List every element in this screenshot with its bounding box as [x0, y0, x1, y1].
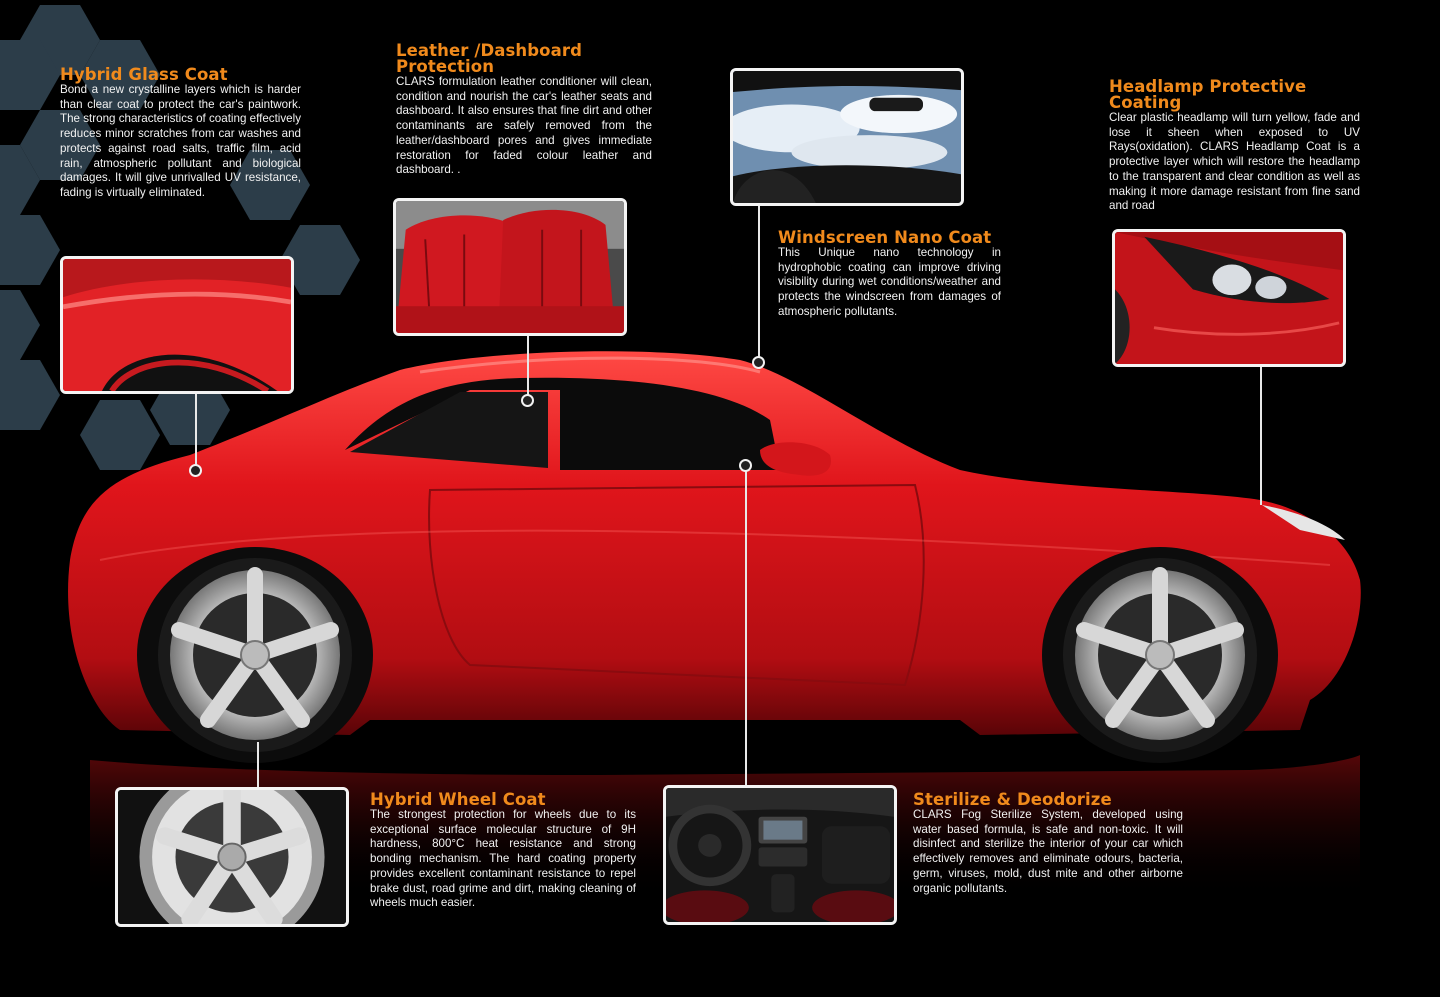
feature-description: The strongest protection for wheels due …	[370, 808, 636, 910]
feature-windscreen: Windscreen Nano Coat This Unique nano te…	[778, 228, 1001, 320]
callout-dot-leather	[521, 394, 534, 407]
callout-dot-windscreen	[752, 356, 765, 369]
feature-sterilize: Sterilize & Deodorize CLARS Fog Steriliz…	[913, 790, 1183, 896]
feature-description: This Unique nano technology in hydrophob…	[778, 246, 1001, 318]
front-wheel	[1063, 558, 1257, 752]
callout-line-headlamp	[1260, 365, 1262, 505]
callout-line-glass	[195, 392, 197, 470]
feature-hybrid-glass: Hybrid Glass Coat Bond a new crystalline…	[60, 65, 301, 201]
feature-headlamp: Headlamp Protective Coating Clear plasti…	[1109, 77, 1360, 214]
feature-title: Leather /Dashboard Protection	[396, 41, 582, 76]
rear-wheel	[158, 558, 352, 752]
feature-wheel: Hybrid Wheel Coat The strongest protecti…	[370, 790, 636, 911]
feature-title: Sterilize & Deodorize	[913, 790, 1112, 809]
red-leather-seat-photo	[393, 198, 627, 336]
windscreen-view-photo	[730, 68, 964, 206]
feature-title: Headlamp Protective Coating	[1109, 77, 1307, 112]
car-interior-photo	[663, 785, 897, 925]
feature-description: Clear plastic headlamp will turn yellow,…	[1109, 111, 1360, 213]
feature-description: Bond a new crystalline layers which is h…	[60, 83, 301, 199]
alloy-wheel-photo	[115, 787, 349, 927]
callout-line-leather	[527, 335, 529, 400]
callout-line-wheel	[257, 742, 259, 790]
feature-leather: Leather /Dashboard Protection CLARS form…	[396, 41, 652, 178]
feature-description: CLARS formulation leather conditioner wi…	[396, 75, 652, 177]
feature-title: Windscreen Nano Coat	[778, 228, 992, 247]
feature-title: Hybrid Wheel Coat	[370, 790, 546, 809]
callout-dot-sterilize	[739, 459, 752, 472]
callout-line-sterilize	[745, 465, 747, 787]
headlamp-photo	[1112, 229, 1346, 367]
feature-description: CLARS Fog Sterilize System, developed us…	[913, 808, 1183, 895]
callout-line-windscreen	[758, 205, 760, 360]
feature-title: Hybrid Glass Coat	[60, 65, 228, 84]
callout-dot-glass	[189, 464, 202, 477]
red-fender-photo	[60, 256, 294, 394]
